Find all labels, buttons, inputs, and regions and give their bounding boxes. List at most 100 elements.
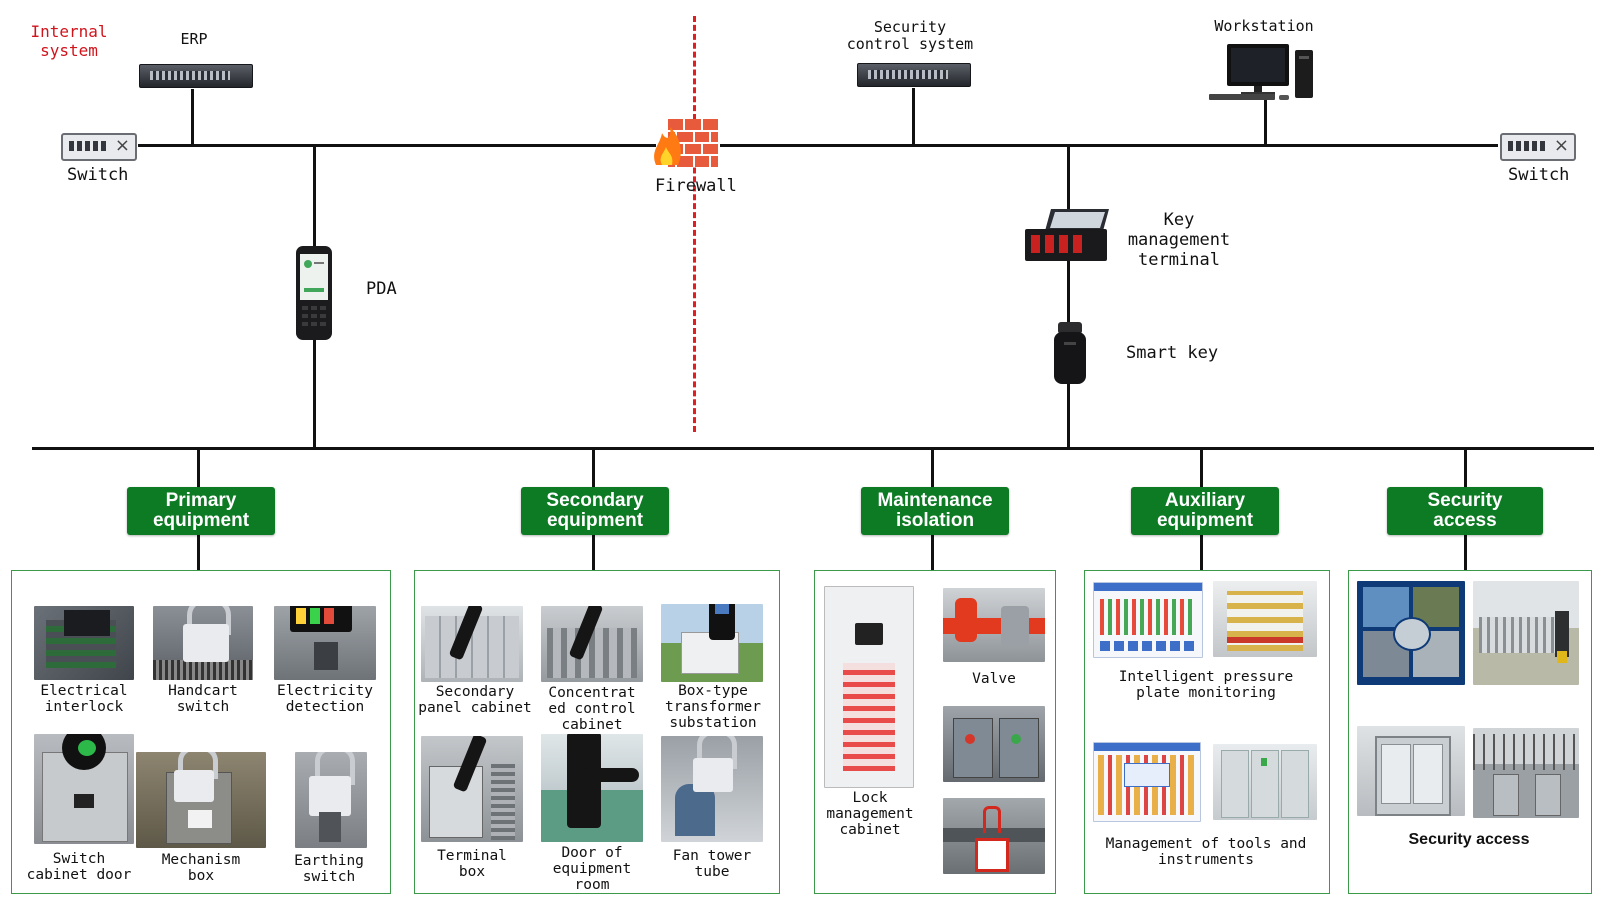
security-control-label: Security control system [840,19,980,53]
caption-concentrated-control-cabinet-line-1: Concentrat [548,685,636,701]
photo-security-turnstile [1473,728,1579,818]
panel-drop-5 [1464,533,1467,570]
cat-drop-5 [1464,449,1467,487]
caption-electricity-detection-line-2: detection [285,699,365,715]
caption-fan-tower-tube-line-1: Fan tower [672,848,752,864]
security-drop [912,88,915,145]
key-terminal-line-2: management [1127,230,1231,250]
caption-lock-line-3: cabinet [839,822,901,838]
switch-left-icon [61,133,137,161]
caption-box-type-substation-line-3: substation [669,715,757,731]
panel-drop-1 [197,533,200,570]
caption-concentrated-control-cabinet-line-3: cabinet [561,717,623,733]
category-primary-line-2: equipment [152,510,250,531]
caption-handcart-switch-line-2: switch [176,699,230,715]
caption-equipment-room-door-line-3: room [574,877,610,893]
panel-drop-2 [592,533,595,570]
photo-box-type-substation [661,604,763,682]
category-maintenance-line-1: Maintenance [877,490,993,511]
key-terminal-line-1: Key [1163,210,1195,230]
caption-mechanism-box-line-1: Mechanism [161,852,241,868]
firewall-icon [654,119,718,167]
pda-icon [296,246,332,340]
caption-electricity-detection-line-1: Electricity [276,683,374,699]
caption-secondary-panel-cabinet-line-1: Secondary [435,684,515,700]
category-auxiliary-line-2: equipment [1156,510,1254,531]
caption-box-type-substation-line-1: Box-type [678,683,748,699]
photo-isolation-lockout [943,798,1045,874]
category-secondary-line-1: Secondary [546,490,644,511]
erp-drop [191,89,194,145]
caption-fan-tower-tube-line-2: tube [694,864,730,880]
caption-valve: Valve [972,671,1016,687]
caption-terminal-box-line-2: box [458,864,486,880]
caption-equipment-room-door-line-2: equipment [552,861,632,877]
internal-line-1: Internal [30,22,108,41]
category-secondary-line-2: equipment [546,510,644,531]
panel-drop-3 [931,533,934,570]
security-server-icon [857,63,971,87]
smart-key-icon [1054,322,1086,384]
key-terminal-icon [1025,209,1109,261]
photo-tools-management-screen [1093,742,1201,822]
photo-terminal-box [421,736,523,842]
caption-concentrated-control-cabinet-line-2: ed control [548,701,636,717]
caption-equipment-room-door-line-1: Door of [561,845,623,861]
security-control-line-2: control system [846,35,974,53]
photo-earthing-switch [295,752,367,848]
photo-security-gate [1473,581,1579,685]
photo-pressure-monitoring-screen [1093,582,1203,658]
caption-tools-line-1: Management of tools and [1105,836,1307,852]
photo-electrical-interlock [34,606,134,680]
key-line [1067,146,1070,448]
photo-secondary-panel-cabinet [421,606,523,682]
workstation-label: Workstation [1214,17,1314,35]
caption-lock-line-1: Lock [852,790,888,806]
workstation-drop [1264,98,1267,145]
switch-left-label: Switch [67,165,129,185]
caption-electrical-interlock-line-1: Electrical [40,683,128,699]
smart-key-label: Smart key [1126,343,1219,363]
switch-right-label: Switch [1508,165,1570,185]
workstation-icon [1209,44,1313,100]
caption-pressure-line-2: plate monitoring [1136,685,1276,701]
caption-pressure-line-1: Intelligent pressure [1118,669,1294,685]
top-bus-left [138,144,656,147]
photo-valve [943,588,1045,662]
key-terminal-line-3: terminal [1138,250,1220,270]
photo-isolation-panel [943,706,1045,782]
category-primary-line-1: Primary [165,490,237,511]
photo-security-camera-screen [1357,581,1465,685]
caption-tools-line-2: instruments [1157,852,1255,868]
caption-secondary-panel-cabinet-line-2: panel cabinet [418,700,532,716]
cat-drop-3 [931,449,934,487]
category-maintenance-line-2: isolation [895,510,975,531]
top-bus-right [720,144,1498,147]
key-terminal-label: Key management terminal [1120,210,1238,270]
caption-switch-cabinet-door-line-2: cabinet door [26,867,132,883]
caption-box-type-substation-line-2: transformer [664,699,762,715]
switch-right-icon [1500,133,1576,161]
security-control-line-1: Security [873,18,947,36]
photo-handcart-switch [153,606,253,680]
caption-lock-line-2: management [826,806,914,822]
photo-electricity-detection [274,606,376,680]
caption-switch-cabinet-door-line-1: Switch [52,851,106,867]
cat-drop-2 [592,449,595,487]
firewall-label: Firewall [655,176,737,196]
caption-earthing-switch-line-1: Earthing [294,853,364,869]
